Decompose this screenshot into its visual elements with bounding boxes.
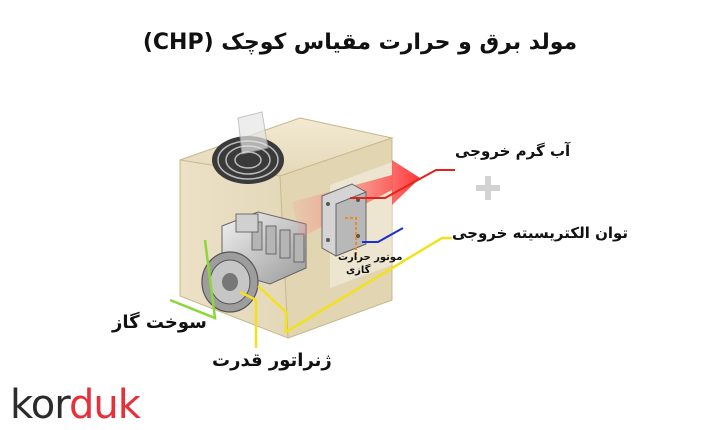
label-fuel-gas: سوخت گاز [112,312,207,333]
generator-icon [201,251,259,313]
page-title: مولد برق و حرارت مقیاس کوچک (CHP) [142,30,578,55]
korduk-logo: korduk [10,382,141,428]
fan-icon [212,111,284,184]
hot-water-line [350,169,455,199]
heat-exchanger-orange-line [345,217,357,260]
label-generator: ژنراتور قدرت [212,350,332,371]
fuel-gas-line [169,239,217,320]
label-electric-power: توان الکتریسیته خروجی [452,224,629,242]
electric-power-line [257,236,452,335]
label-heat-exchanger-line2: گازی [346,265,371,276]
exhaust-line [362,227,404,243]
label-hot-water: آب گرم خروجی [455,142,571,160]
plus-icon [476,176,500,200]
heat-exchanger [321,183,367,257]
generator-line [239,290,258,348]
label-heat-exchanger-line1: موتور حرارت [338,252,403,263]
